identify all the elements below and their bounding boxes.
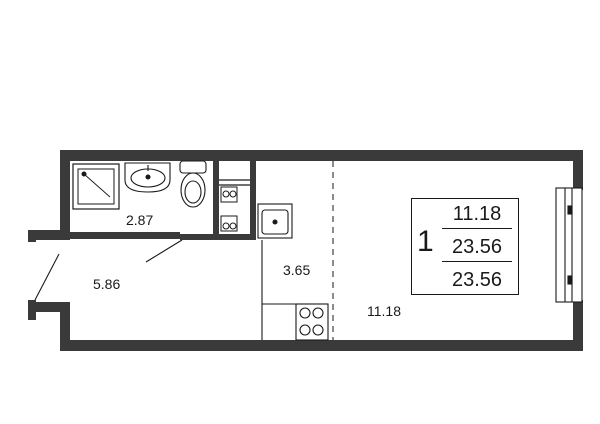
summary-divider-1 xyxy=(442,228,512,229)
window xyxy=(555,187,583,303)
total-area-value-2: 23.56 xyxy=(451,269,503,291)
utility-appliance-icon xyxy=(220,186,238,232)
shower-icon xyxy=(72,163,120,210)
bathroom-door xyxy=(145,239,183,263)
room-area-hall: 5.86 xyxy=(93,276,121,292)
room-area-bathroom: 2.87 xyxy=(126,212,154,228)
entrance-door xyxy=(34,253,60,301)
room-area-kitchen: 3.65 xyxy=(283,262,311,278)
room-count: 1 xyxy=(417,225,434,258)
cooktop-icon xyxy=(295,303,329,341)
living-area-value: 11.18 xyxy=(452,203,502,225)
room-area-living: 11.18 xyxy=(367,303,401,319)
area-summary-box: 1 11.18 23.56 23.56 xyxy=(411,198,519,295)
walls xyxy=(28,150,583,351)
bathroom-sink-icon xyxy=(124,162,171,193)
kitchen-counter xyxy=(261,240,296,340)
total-area-value: 23.56 xyxy=(451,236,503,258)
partitions xyxy=(219,179,250,186)
kitchen-sink-icon xyxy=(257,203,293,239)
toilet-icon xyxy=(179,160,207,208)
summary-divider-2 xyxy=(442,261,512,262)
